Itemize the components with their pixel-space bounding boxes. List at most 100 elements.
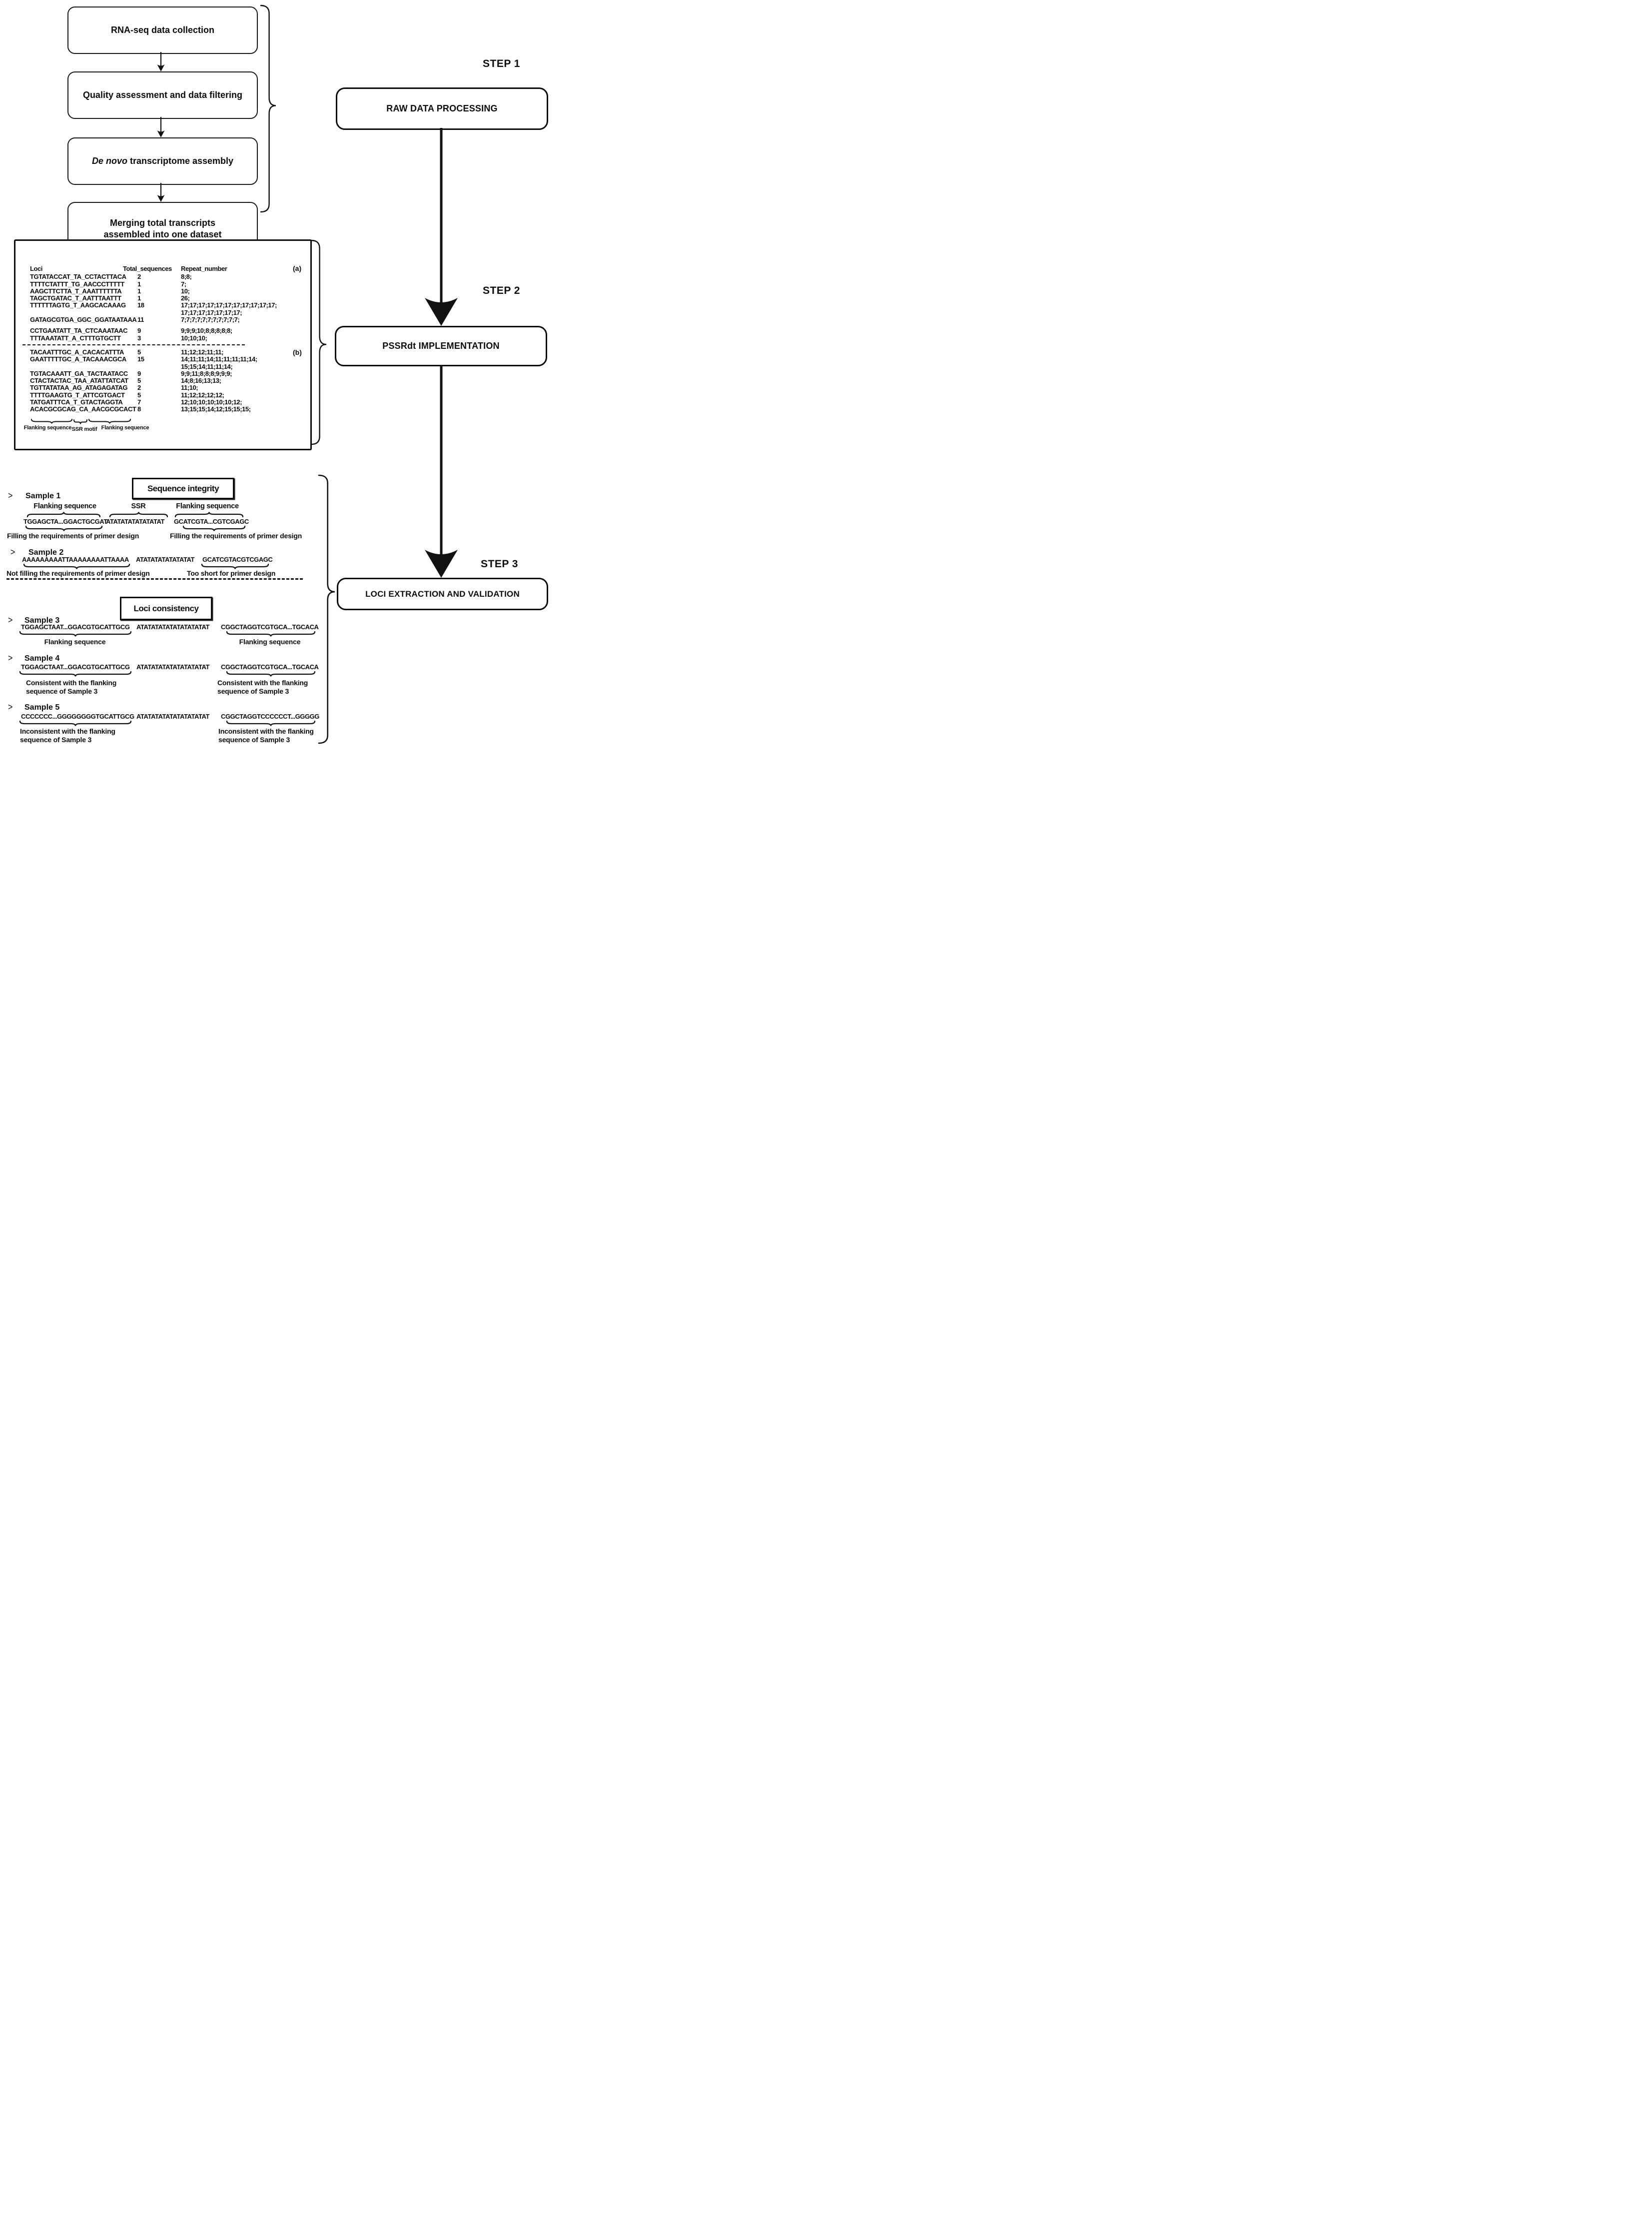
repeat-number-cell: 7;7;7;7;7;7;7;7;7;7;7; [181,316,240,324]
chevron-right-icon: > [8,615,13,626]
underbrace-sample2-right [201,563,269,569]
sample4-caption-left: Consistent with the flanking sequence of… [26,679,117,695]
sample3-seq-flank1: TGGAGCTAAT...GGACGTGCATTGCG [21,623,130,631]
sample4-seq-ssr: ATATATATATATATATATAT [136,663,209,671]
underbrace-flank-right [88,419,131,424]
sample5-caption-left: Inconsistent with the flanking sequence … [20,727,115,744]
table-row: TTTTGAAGTG_T_ATTCGTGACT 5 11;12;12;12;12… [30,391,302,399]
flow-box-assembly: De novo transcriptome assembly [67,137,258,185]
total-sequences-cell: 1 [137,280,141,288]
table-header-row: Loci Total_sequences Repeat_number [30,265,302,272]
repeat-number-cell: 11;10; [181,384,198,392]
flow-arrow-icon [157,117,165,137]
sample4-name: Sample 4 [24,654,60,663]
total-sequences-cell: 15 [137,355,144,363]
curly-brace-step1 [260,4,276,213]
underbrace-ssr-motif [73,419,87,424]
curly-brace-step2 [310,239,327,445]
table-row: ACACGCGCAG_CA_AACGCGCACT 8 13;15;15;14;1… [30,406,302,413]
sample1-label-flank2: Flanking sequence [176,502,239,510]
loci-cell: TTTTGAAGTG_T_ATTCGTGACT [30,391,125,399]
loci-cell: AAGCTTCTTA_T_AAATTTTTTA [30,287,122,295]
sample4-seq-flank2: CGGCTAGGTCGTGCA...TGCACA [221,663,319,671]
overbrace-flank2 [174,512,244,518]
loci-cell: CTACTACTAC_TAA_ATATTATCAT [30,377,128,385]
col-header-total: Total_sequences [123,265,172,272]
total-sequences-cell: 5 [137,377,141,385]
sample3-seq-ssr: ATATATATATATATATATAT [136,623,209,631]
sample4-caption-right: Consistent with the flanking sequence of… [217,679,308,695]
flow-box-rna-seq: RNA-seq data collection [67,6,258,54]
underbrace-sample3-right [226,631,316,637]
sample1-label-flank1: Flanking sequence [33,502,96,510]
sample1-caption-left: Filling the requirements of primer desig… [7,532,139,540]
validation-divider [6,578,303,580]
loci-cell: TTTTCTATTT_TG_AACCCTTTTT [30,280,124,288]
repeat-number-cell: 12;10;10;10;10;10;12; [181,398,242,406]
repeat-number-cell: 7; [181,280,186,288]
sample2-seq-flank2: GCATCGTACGTCGAGC [202,556,273,563]
repeat-number-cell: 10;10;10; [181,334,207,342]
overbrace-flank1 [26,512,101,518]
repeat-number-cell: 13;15;15;14;12;15;15;15; [181,405,251,413]
chevron-right-icon: > [8,702,13,713]
de-novo-italic: De novo [91,156,127,166]
table-row: TGTTATATAA_AG_ATAGAGATAG 2 11;10; [30,384,302,392]
loci-cell: ACACGCGCAG_CA_AACGCGCACT [30,405,136,413]
sample5-name: Sample 5 [24,703,60,712]
table-section-a: TGTATACCAT_TA_CCTACTTACA 2 8;8; TTTTCTAT… [30,273,302,342]
table-row: TTTAAATATT_A_CTTTGTGCTT 3 10;10;10; [30,334,302,342]
step2-box: PSSRdt IMPLEMENTATION [335,326,547,366]
total-sequences-cell: 1 [137,294,141,302]
total-sequences-cell: 5 [137,348,141,356]
repeat-number-cell: 11;12;12;12;12; [181,391,224,399]
underbrace-sample4-left [19,671,132,677]
section-a-label: (a) [293,264,302,272]
total-sequences-cell: 2 [137,273,141,281]
repeat-number-cell: 8;8; [181,273,192,281]
flow-arrow-icon [157,183,165,202]
total-sequences-cell: 11 [137,316,144,324]
loci-cell: TGTACAAATT_GA_TACTAATACC [30,369,128,377]
sample3-name: Sample 3 [24,616,60,625]
total-sequences-cell: 8 [137,405,141,413]
assembly-label: transcriptome assembly [127,156,234,166]
sample3-caption-right: Flanking sequence [239,638,301,646]
sample2-caption-left: Not filling the requirements of primer d… [6,569,150,577]
underbrace-sample3-left [19,631,132,637]
step3-label: STEP 3 [481,558,518,570]
table-row: TGTACAAATT_GA_TACTAATACC 9 9;9;11;8;8;8;… [30,370,302,377]
repeat-number-cell: 26; [181,294,190,302]
repeat-number-cell: 10; [181,287,190,295]
sample1-seq-flank2: GCATCGTA...CGTCGAGC [174,518,249,525]
underbrace-sample5-right [226,720,316,726]
total-sequences-cell: 7 [137,398,141,406]
table-row: TAGCTGATAC_T_AATTTAATTT 1 26; [30,294,302,302]
repeat-number-cell: 9;9;11;8;8;8;9;9;9; [181,369,232,377]
table-row: CTACTACTAC_TAA_ATATTATCAT 5 14;8;16;13;1… [30,377,302,384]
sample3-seq-flank2: CGGCTAGGTCGTGCA...TGCACA [221,623,319,631]
sample1-seq-ssr: ATATATATATATATAT [106,518,164,525]
loci-table-content: Loci Total_sequences Repeat_number TGTAT… [22,265,302,413]
sample5-seq-flank1: CCCCCCC...GGGGGGGGTGCATTGCG [21,713,134,720]
chevron-right-icon: > [10,547,15,558]
underbrace-sample1-left [25,525,103,531]
underbrace-sample1-right [182,525,246,531]
footnote-ssr-motif: SSR motif [71,426,97,432]
table-row: CCTGAATATT_TA_CTCAAATAAC 9 9;9;9;10;8;8;… [30,327,302,335]
sample2-caption-right: Too short for primer design [187,569,276,577]
loci-cell: TACAATTTGC_A_CACACATTTA [30,348,124,356]
loci-cell: TTTTTTAGTG_T_AAGCACAAAG [30,301,126,309]
loci-cell: TTTAAATATT_A_CTTTGTGCTT [30,334,121,342]
table-section-b: TACAATTTGC_A_CACACATTTA 5 11;12;12;11;11… [30,348,302,413]
repeat-number-cell: 14;11;11;14;11;11;11;11;14; 15;15;14;11;… [181,355,257,370]
table-section-divider [22,344,245,345]
loci-cell: TGTTATATAA_AG_ATAGAGATAG [30,384,128,392]
loci-cell: TAGCTGATAC_T_AATTTAATTT [30,294,121,302]
table-row: TACAATTTGC_A_CACACATTTA 5 11;12;12;11;11… [30,348,302,356]
sample4-seq-flank1: TGGAGCTAAT...GGACGTGCATTGCG [21,663,130,671]
total-sequences-cell: 9 [137,327,141,335]
chevron-right-icon: > [8,491,13,501]
sample2-seq-flank1: AAAAAAAAATTAAAAAAAATTAAAA [22,556,129,563]
section-b-label: (b) [293,348,302,356]
